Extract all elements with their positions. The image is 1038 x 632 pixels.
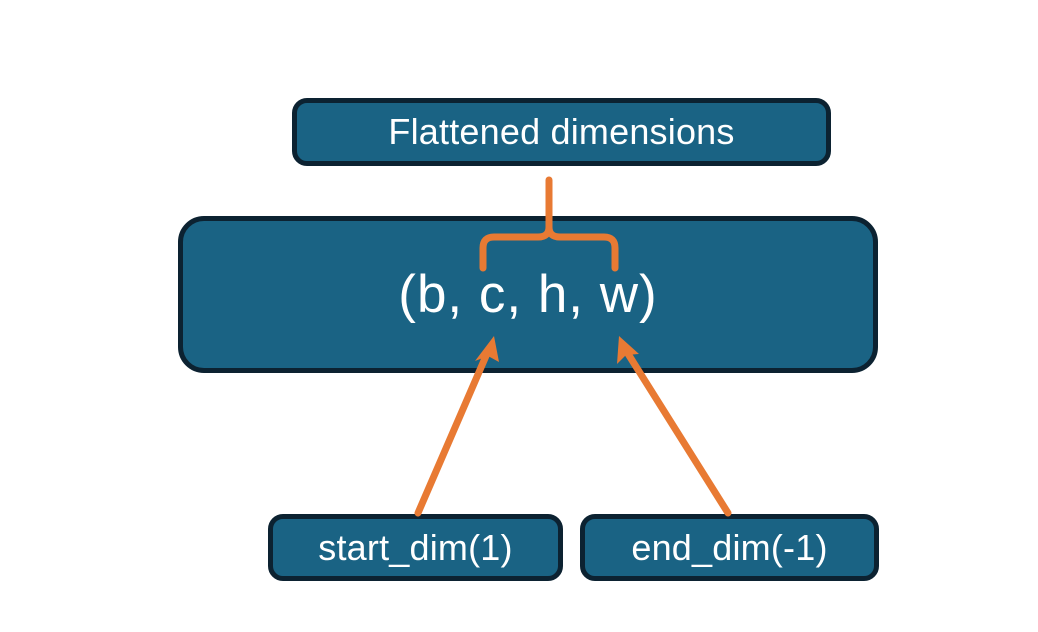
- start-dim-label: start_dim(1): [318, 526, 513, 568]
- tensor-shape-label: (b, c, h, w): [398, 265, 658, 324]
- tensor-shape-box: (b, c, h, w): [178, 216, 878, 373]
- start-dim-box: start_dim(1): [268, 514, 563, 581]
- end-dim-box: end_dim(-1): [580, 514, 879, 581]
- start-dim-arrow-shaft: [414, 345, 493, 517]
- end-dim-arrow-shaft: [621, 345, 732, 517]
- flattened-dimensions-label: Flattened dimensions: [388, 111, 735, 152]
- flattened-dimensions-box: Flattened dimensions: [292, 98, 831, 166]
- end-dim-label: end_dim(-1): [631, 526, 828, 568]
